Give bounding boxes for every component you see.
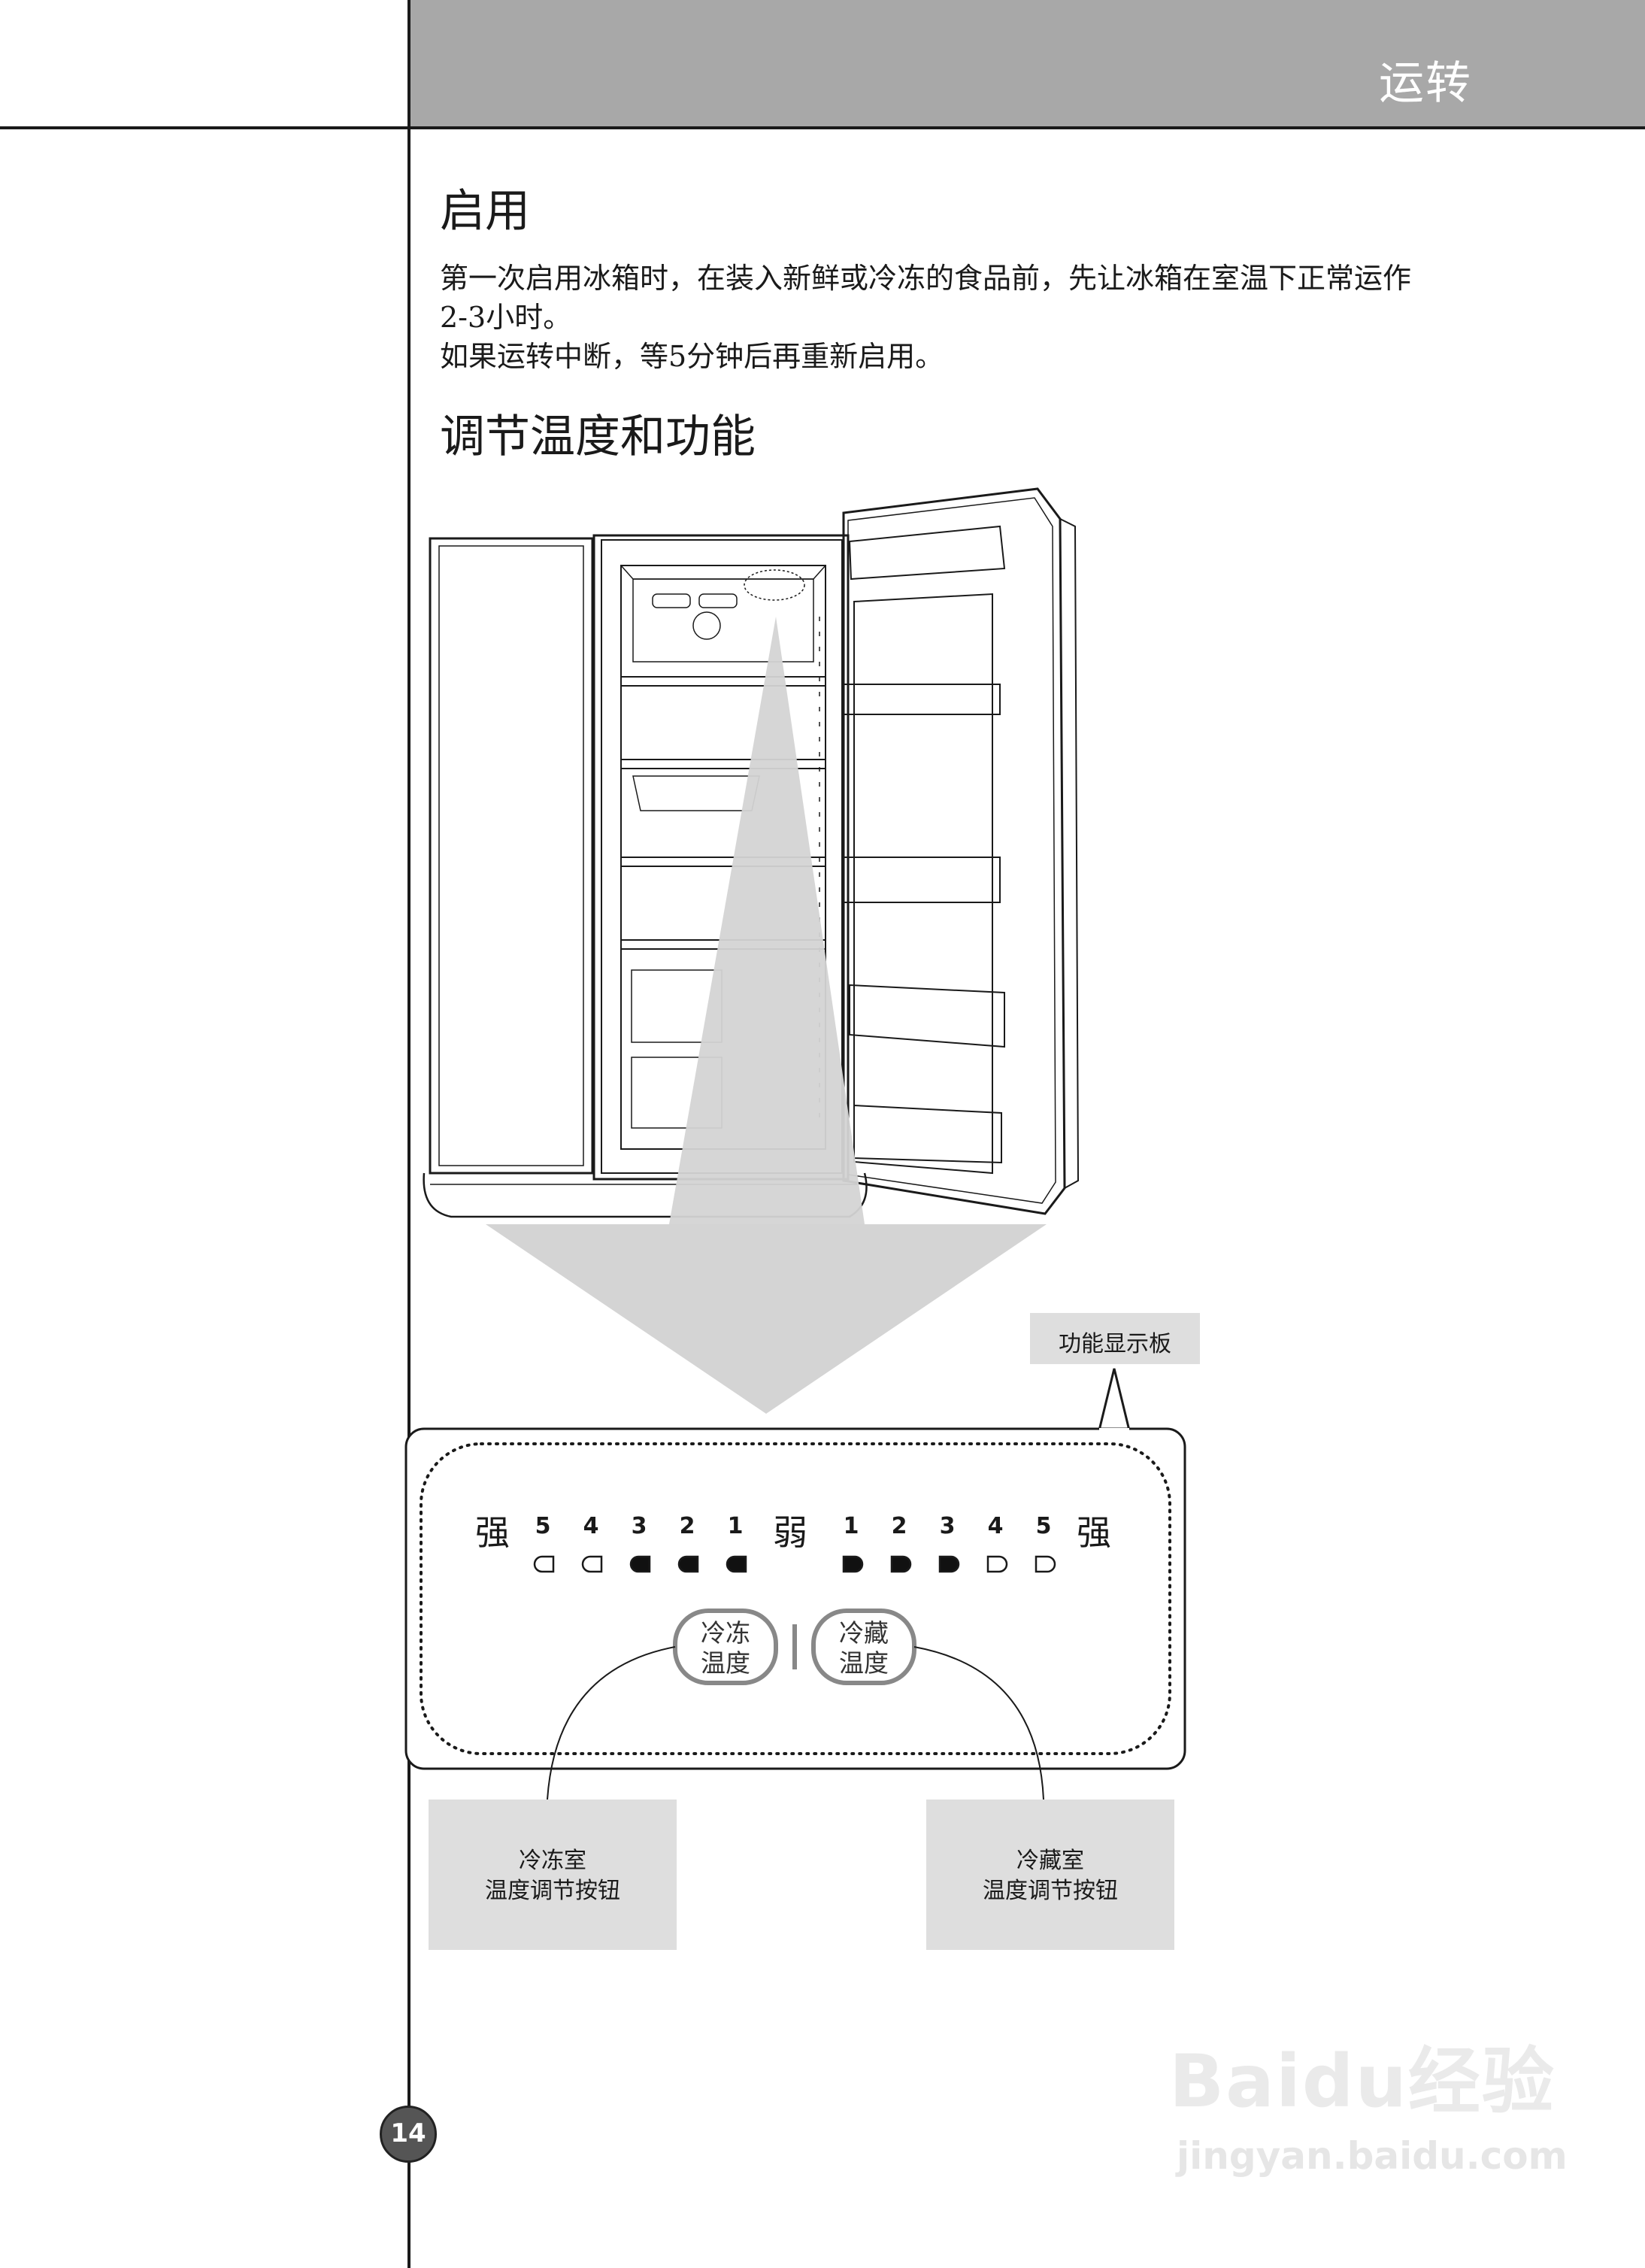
fridge-led bbox=[1035, 1555, 1056, 1573]
freezer-led bbox=[677, 1555, 699, 1573]
display-panel-label: 功能显示板 bbox=[1059, 1331, 1171, 1357]
callout-pointer bbox=[1098, 1368, 1131, 1431]
fridge-led bbox=[986, 1555, 1008, 1573]
fridge-button-callout-box bbox=[926, 1800, 1174, 1950]
freezer-level-4: 4 bbox=[583, 1513, 599, 1539]
fridge-leds bbox=[842, 1555, 1056, 1573]
freezer-button-line: 冷冻 bbox=[701, 1618, 750, 1648]
freezer-led bbox=[533, 1555, 555, 1573]
section-title-start: 启用 bbox=[440, 185, 530, 238]
freezer-level-3: 3 bbox=[631, 1513, 647, 1539]
freezer-led bbox=[581, 1555, 603, 1573]
freezer-level-1: 1 bbox=[727, 1513, 744, 1539]
fridge-level-3: 3 bbox=[939, 1513, 956, 1539]
fridge-button-callout: 冷藏室 温度调节按钮 bbox=[926, 1846, 1174, 1906]
callout-line: 温度调节按钮 bbox=[983, 1878, 1118, 1904]
fridge-level-5: 5 bbox=[1035, 1513, 1052, 1539]
freezer-temp-button[interactable]: 冷冻 温度 bbox=[680, 1618, 771, 1678]
fridge-led bbox=[842, 1555, 864, 1573]
page-number-badge bbox=[380, 2106, 437, 2163]
strong-label-right: 强 bbox=[1077, 1512, 1111, 1553]
fridge-temp-button[interactable]: 冷藏 温度 bbox=[819, 1618, 909, 1678]
freezer-button-line: 温度 bbox=[701, 1648, 750, 1678]
top-rule bbox=[0, 126, 1645, 129]
freezer-led bbox=[629, 1555, 651, 1573]
fridge-led bbox=[890, 1555, 912, 1573]
display-panel-frame bbox=[404, 1427, 1186, 1770]
fridge-level-4: 4 bbox=[987, 1513, 1004, 1539]
button-divider bbox=[792, 1624, 797, 1669]
fridge-level-2: 2 bbox=[891, 1513, 907, 1539]
left-margin-rule bbox=[407, 0, 410, 2268]
freezer-button-callout: 冷冻室 温度调节按钮 bbox=[429, 1846, 677, 1906]
display-panel-dotted bbox=[420, 1442, 1171, 1755]
fridge-led bbox=[938, 1555, 960, 1573]
section-title-adjust: 调节温度和功能 bbox=[440, 411, 756, 463]
callout-line: 冷冻室 bbox=[519, 1848, 586, 1874]
weak-label: 弱 bbox=[773, 1512, 807, 1553]
freezer-button-callout-box bbox=[429, 1800, 677, 1950]
freezer-level-2: 2 bbox=[679, 1513, 695, 1539]
fridge-button-line: 温度 bbox=[839, 1648, 889, 1678]
paragraph-restart: 如果运转中断，等5分钟后再重新启用。 bbox=[440, 340, 944, 373]
spotlight-cone bbox=[669, 617, 865, 1224]
paragraph-start: 第一次启用冰箱时，在装入新鲜或冷冻的食品前，先让冰箱在室温下正常运作 2-3小时… bbox=[440, 259, 1411, 337]
fridge-level-1: 1 bbox=[843, 1513, 859, 1539]
display-panel-label-box bbox=[1030, 1313, 1200, 1364]
callout-line: 冷藏室 bbox=[1016, 1848, 1084, 1874]
freezer-leader-line bbox=[547, 1646, 676, 1800]
paragraph-line: 第一次启用冰箱时，在装入新鲜或冷冻的食品前，先让冰箱在室温下正常运作 bbox=[440, 262, 1412, 295]
fridge-leader-line bbox=[913, 1646, 1044, 1800]
callout-line: 温度调节按钮 bbox=[485, 1878, 620, 1904]
freezer-led bbox=[726, 1555, 747, 1573]
baidu-watermark-logo: Baidu经验 bbox=[1169, 2039, 1556, 2124]
freezer-level-5: 5 bbox=[535, 1513, 551, 1539]
baidu-watermark-url: jingyan.baidu.com bbox=[1177, 2134, 1568, 2178]
header-band bbox=[410, 0, 1645, 128]
freezer-leds bbox=[533, 1555, 747, 1573]
page-number: 14 bbox=[390, 2118, 426, 2148]
header-title: 运转 bbox=[1379, 57, 1472, 110]
fridge-drawing bbox=[423, 487, 1080, 1218]
fridge-button-line: 冷藏 bbox=[839, 1618, 889, 1648]
paragraph-line: 2-3小时。 bbox=[440, 301, 572, 334]
strong-label-left: 强 bbox=[475, 1512, 510, 1553]
down-arrow bbox=[486, 1224, 1047, 1414]
